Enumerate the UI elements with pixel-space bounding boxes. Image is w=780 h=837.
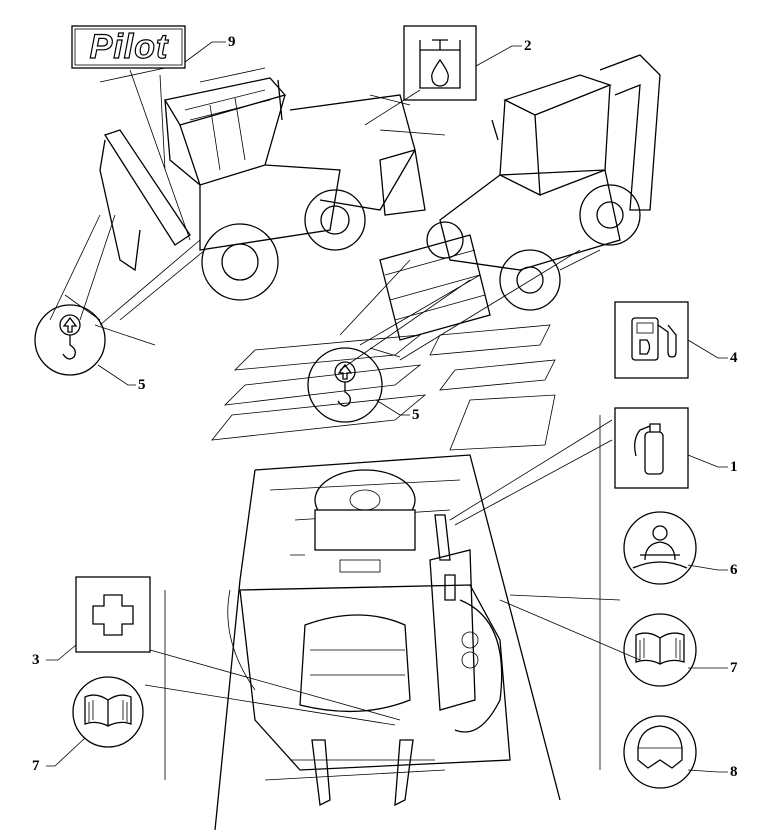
callout-7-left: 7 (32, 758, 40, 774)
backhoe-machine-left (99, 77, 426, 301)
seat-belt-decal (623, 511, 697, 585)
callout-7-right: 7 (730, 660, 738, 676)
lifting-point-decal-left (34, 304, 106, 376)
hydraulic-oil-decal (403, 25, 477, 101)
callout-2: 2 (524, 38, 532, 54)
callout-1: 1 (730, 459, 738, 475)
fire-extinguisher-decal (614, 407, 689, 489)
callout-6: 6 (730, 562, 738, 578)
callout-5-front: 5 (412, 407, 420, 423)
fuel-decal (614, 301, 689, 379)
pilot-decal-frame (71, 25, 186, 69)
pilot-logo: Pilot (89, 28, 169, 66)
lifting-point-decal-front (307, 347, 383, 423)
leader-lines (46, 41, 728, 780)
callout-5-rear: 5 (138, 377, 146, 393)
callout-4: 4 (730, 350, 738, 366)
helmet-decal (623, 715, 697, 789)
cab-interior (211, 324, 561, 831)
callout-9: 9 (228, 34, 236, 50)
callout-3: 3 (32, 652, 40, 668)
callout-8: 8 (730, 764, 738, 780)
operator-manual-decal-left (72, 676, 144, 748)
first-aid-decal (75, 576, 151, 653)
operator-manual-decal-right (623, 613, 697, 687)
backhoe-machine-right (379, 54, 661, 341)
